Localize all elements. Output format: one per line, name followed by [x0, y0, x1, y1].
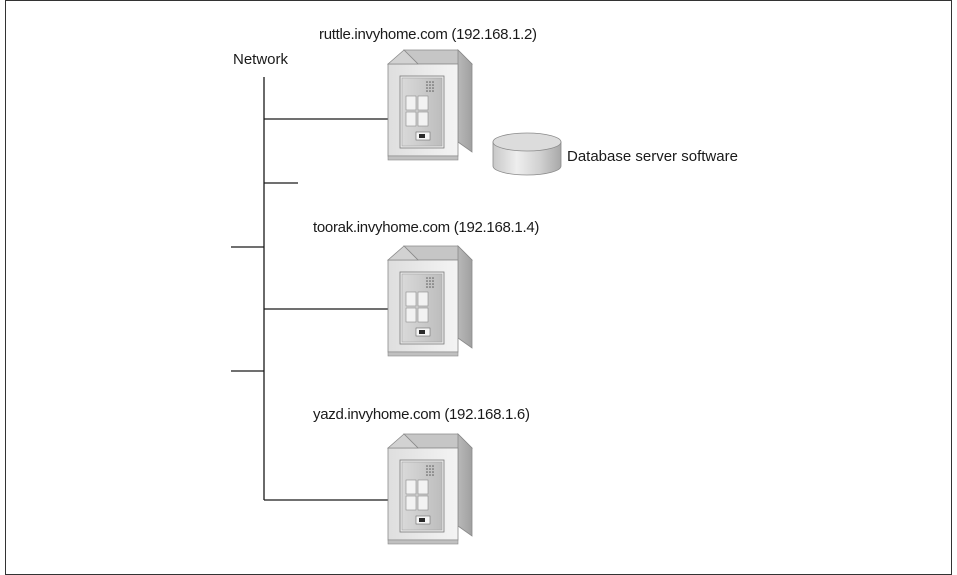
server-tower-icon	[387, 245, 473, 357]
server-tower-icon	[387, 433, 473, 545]
server-tower-icon	[387, 49, 473, 161]
network-lines	[231, 77, 388, 501]
database: Database server software	[492, 132, 738, 176]
network-label: Network	[233, 51, 289, 68]
server-ruttle: ruttle.invyhome.com (192.168.1.2)	[319, 26, 537, 161]
server-ruttle-label: ruttle.invyhome.com (192.168.1.2)	[319, 26, 537, 43]
server-yazd: yazd.invyhome.com (192.168.1.6)	[313, 406, 530, 545]
database-cylinder-icon	[492, 132, 562, 176]
server-toorak-label: toorak.invyhome.com (192.168.1.4)	[313, 219, 539, 236]
diagram-frame	[5, 0, 952, 575]
server-yazd-label: yazd.invyhome.com (192.168.1.6)	[313, 406, 530, 423]
database-label: Database server software	[567, 148, 738, 165]
server-toorak: toorak.invyhome.com (192.168.1.4)	[313, 219, 540, 357]
